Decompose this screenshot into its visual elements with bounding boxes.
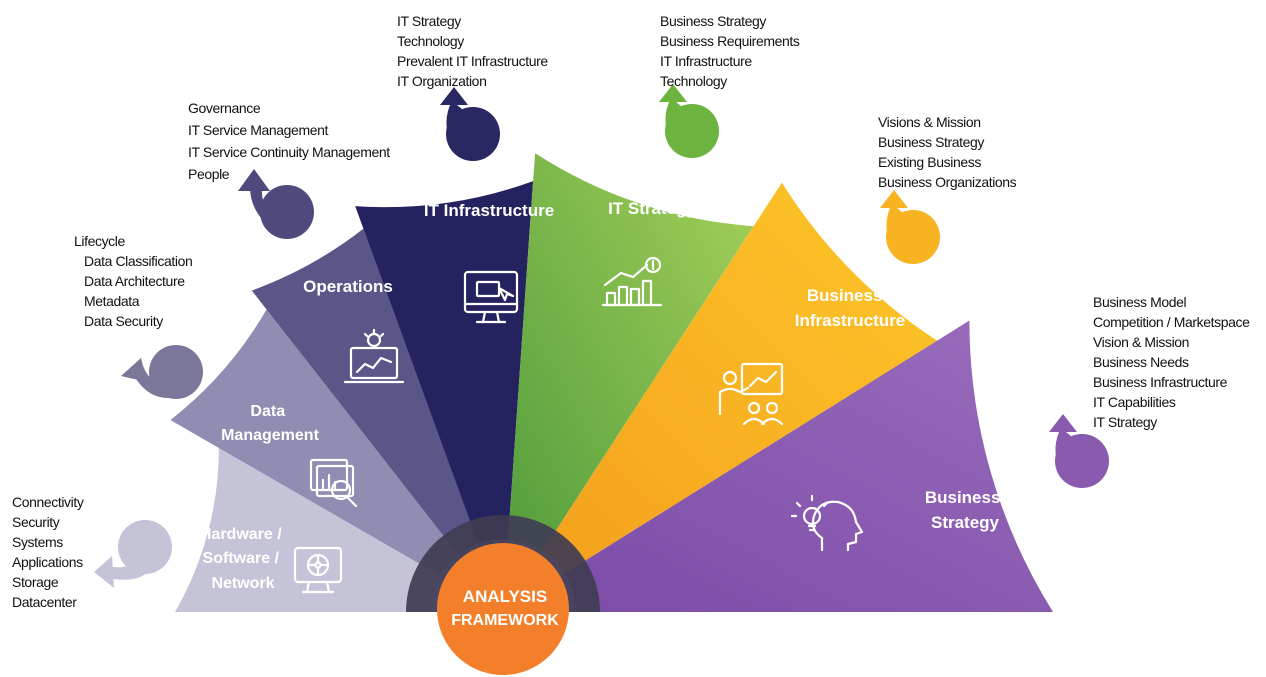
segment-operations (251, 228, 503, 612)
list-it-infrastructure-item: Prevalent IT Infrastructure (397, 53, 548, 69)
arrow-bubble-business-strategy (1049, 414, 1109, 488)
list-data-management-item: Data Architecture (84, 273, 185, 289)
list-business-infrastructure-item: Business Strategy (878, 134, 985, 150)
arrow-bubble-it-infrastructure (440, 87, 500, 161)
network-monitor-icon (293, 546, 343, 594)
list-hardware-item: Storage (12, 574, 59, 590)
segment-business-strategy (503, 320, 1053, 612)
list-business-strategy-item: Vision & Mission (1093, 334, 1190, 350)
list-hardware-item: Security (12, 514, 60, 530)
segment-label-hardware: Hardware / Software / Network (200, 526, 286, 592)
segment-it-strategy (503, 153, 754, 612)
list-business-strategy-item: Business Model (1093, 294, 1187, 310)
segment-label-business-infrastructure: Business Infrastructure (795, 286, 906, 330)
segment-label-operations: Operations (303, 277, 393, 296)
list-business-strategy-item: IT Strategy (1093, 414, 1157, 430)
list-business-infrastructure-item: Visions & Mission (878, 114, 981, 130)
center-label-line2: FRAMEWORK (451, 612, 559, 629)
list-data-management-item: Metadata (84, 293, 140, 309)
segment-it-infrastructure (355, 181, 534, 612)
list-business-infrastructure-item: Existing Business (878, 154, 981, 170)
list-operations-item: IT Service Management (188, 122, 328, 138)
list-data-management-item: Data Classification (84, 253, 193, 269)
segment-label-business-strategy: Business Strategy (925, 488, 1005, 532)
segment-label-data-management: Data Management (221, 403, 319, 444)
segment-label-it-infrastructure: IT Infrastructure (424, 201, 554, 220)
list-business-strategy-item: IT Capabilities (1093, 394, 1176, 410)
list-it-strategy-item: IT Infrastructure (660, 53, 752, 69)
list-operations-item: People (188, 166, 230, 182)
arrow-bubble-data-management (121, 345, 203, 399)
list-hardware-item: Datacenter (12, 594, 77, 610)
list-data-management-item: Data Security (84, 313, 163, 329)
list-hardware-item: Connectivity (12, 494, 84, 510)
monitor-cursor-icon (463, 270, 519, 324)
list-business-strategy-item: Business Needs (1093, 354, 1189, 370)
list-operations-item: IT Service Continuity Management (188, 144, 390, 160)
list-it-strategy-item: Technology (660, 73, 727, 89)
list-it-infrastructure-item: Technology (397, 33, 464, 49)
list-business-strategy-item: Competition / Marketspace (1093, 314, 1250, 330)
arrow-bubble-hardware (94, 520, 172, 588)
list-hardware-item: Applications (12, 554, 83, 570)
arrow-bubble-business-infrastructure (880, 190, 940, 264)
head-lightbulb-icon (790, 494, 864, 552)
data-analysis-icon (309, 458, 358, 508)
list-it-infrastructure-item: IT Organization (397, 73, 487, 89)
analysis-framework-circle (437, 543, 569, 675)
arrow-bubble-operations (238, 169, 314, 239)
list-it-strategy-item: Business Requirements (660, 33, 800, 49)
presentation-team-icon (718, 362, 784, 426)
segment-label-it-strategy: IT Strategy (608, 199, 696, 218)
growth-chart-dollar-icon (601, 256, 663, 307)
list-data-management-item: Lifecycle (74, 233, 125, 249)
list-operations: Governance IT Service Management IT Servic… (188, 97, 390, 185)
list-business-strategy-item: Business Infrastructure (1093, 374, 1227, 390)
list-it-infrastructure-item: IT Strategy (397, 13, 461, 29)
center-label-line1: ANALYSIS (463, 587, 547, 606)
list-business-infrastructure-item: Business Organizations (878, 174, 1017, 190)
arrow-bubble-it-strategy (659, 84, 719, 158)
list-hardware-item: Systems (12, 534, 63, 550)
laptop-gear-icon (343, 328, 405, 384)
list-it-strategy-item: Business Strategy (660, 13, 767, 29)
list-operations-item: Governance (188, 100, 261, 116)
